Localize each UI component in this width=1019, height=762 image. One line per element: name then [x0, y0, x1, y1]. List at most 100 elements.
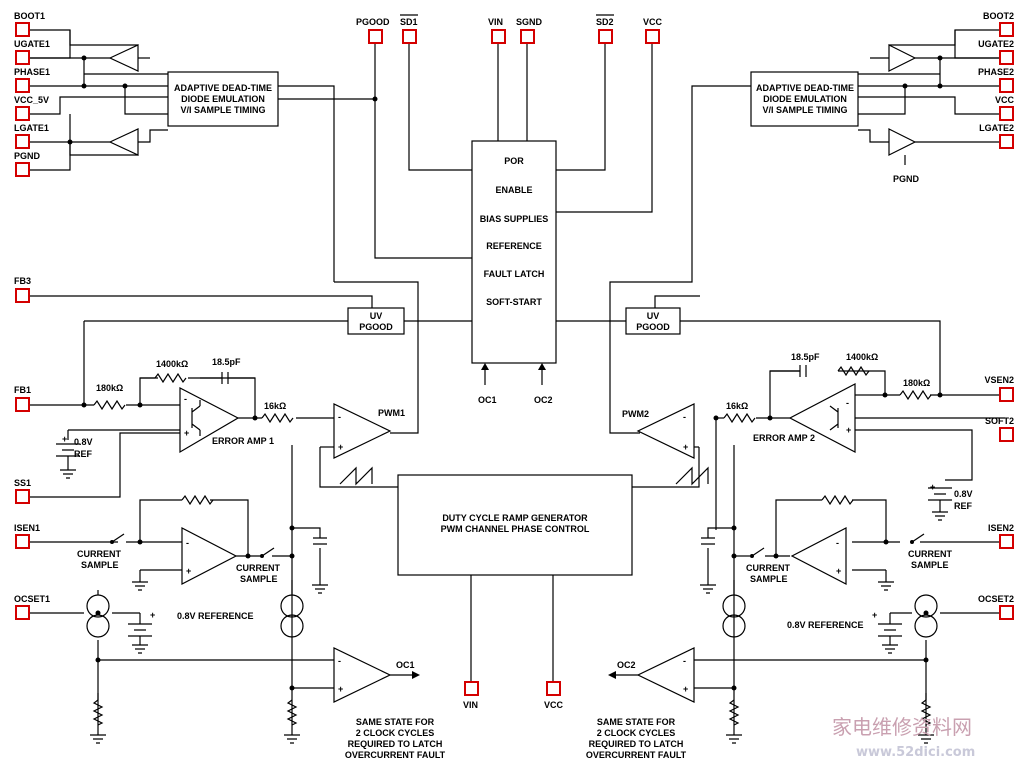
note-left-line2: 2 CLOCK CYCLES — [356, 728, 435, 738]
battery-ref-left — [56, 443, 80, 470]
pin-ss1 — [15, 489, 30, 504]
ramp-line2: PWM CHANNEL PHASE CONTROL — [441, 524, 590, 534]
oc1-input-arrow-icon — [481, 363, 489, 370]
label-lgate1: LGATE1 — [14, 123, 49, 133]
deadtime-block-right: ADAPTIVE DEAD-TIME DIODE EMULATION V/I S… — [750, 71, 859, 127]
pwm1-plus: + — [338, 442, 343, 452]
csamp2-plus: + — [836, 566, 841, 576]
label-16k-right: 16kΩ — [726, 401, 748, 411]
resistor-ocset1-ground — [92, 699, 104, 726]
ground-icon — [878, 581, 894, 591]
switch-isen1 — [111, 533, 125, 543]
label-ss1: SS1 — [14, 478, 31, 488]
label-ref-left-value: 0.8V — [74, 437, 93, 447]
pwm1-minus: - — [338, 412, 341, 422]
battery-ocref-left — [128, 623, 152, 637]
ramp-line1: DUTY CYCLE RAMP GENERATOR — [442, 513, 588, 523]
junction-dot — [731, 525, 737, 531]
label-ocset1: OCSET1 — [14, 594, 50, 604]
deadtime-left-line2: DIODE EMULATION — [181, 94, 265, 104]
pin-ugate1 — [15, 50, 30, 65]
pin-isen1 — [15, 534, 30, 549]
junction-dot — [883, 539, 889, 545]
label-pgnd-right: PGND — [893, 174, 920, 184]
label-ref-right-plus: + — [930, 482, 935, 492]
oc2-comp-minus: - — [683, 656, 686, 666]
deadtime-right-line3: V/I SAMPLE TIMING — [762, 105, 847, 115]
label-pwm2: PWM2 — [622, 409, 649, 419]
oc1-comparator: - + — [333, 647, 420, 703]
label-ugate2: UGATE2 — [978, 39, 1014, 49]
label-ugate1: UGATE1 — [14, 39, 50, 49]
note-right-line1: SAME STATE FOR — [597, 717, 676, 727]
oc1-comp-minus: - — [338, 656, 341, 666]
junction-dot — [372, 96, 378, 102]
resistor-16k-right — [723, 412, 756, 424]
resistor-180k-left — [93, 399, 126, 411]
pin-sd2 — [598, 29, 613, 44]
label-1400k-left: 1400kΩ — [156, 359, 188, 369]
junction-dot — [767, 415, 773, 421]
pwm2-comparator: - + — [636, 403, 695, 459]
pin-soft2 — [999, 427, 1014, 442]
label-vcc-top: VCC — [643, 17, 663, 27]
error-amp-2: - + — [788, 383, 856, 453]
note-left-line4: OVERCURRENT FAULT — [345, 750, 446, 760]
label-sd2: SD2 — [596, 17, 614, 27]
pin-labels: BOOT1 UGATE1 PHASE1 VCC_5V LGATE1 PGND F… — [14, 11, 1014, 710]
label-pgnd-left: PGND — [14, 151, 41, 161]
pin-vcc-5v — [15, 106, 30, 121]
deadtime-left-line3: V/I SAMPLE TIMING — [180, 105, 265, 115]
references — [56, 443, 952, 645]
label-18pf-left: 18.5pF — [212, 357, 241, 367]
ramp-generator-block: DUTY CYCLE RAMP GENERATOR PWM CHANNEL PH… — [397, 474, 633, 576]
junction-dot — [252, 415, 258, 421]
pin-fb1 — [15, 397, 30, 412]
junction-dot — [95, 610, 101, 616]
label-cs-left-a1: CURRENT — [77, 549, 122, 559]
oc1-comp-plus: + — [338, 684, 343, 694]
uv-left-line2: PGOOD — [359, 322, 393, 332]
central-reference: REFERENCE — [486, 241, 542, 251]
current-sources — [86, 594, 938, 638]
pin-vsen2 — [999, 387, 1014, 402]
pin-pgnd-left — [15, 162, 30, 177]
label-0v8-reference-right: 0.8V REFERENCE — [787, 620, 864, 630]
resistors — [92, 365, 932, 726]
pins — [15, 22, 1014, 696]
switches — [110, 533, 925, 558]
csamp1-plus: + — [186, 566, 191, 576]
switch-contact — [110, 540, 114, 544]
uv-right-line1: UV — [647, 311, 660, 321]
pin-sgnd — [520, 29, 535, 44]
label-cs-right-a2: SAMPLE — [750, 574, 788, 584]
pin-sd1 — [402, 29, 417, 44]
pin-pgood — [368, 29, 383, 44]
pin-ocset1 — [15, 605, 30, 620]
csamp2-minus: - — [836, 538, 839, 548]
label-vcc-right: VCC — [995, 95, 1015, 105]
label-fb1: FB1 — [14, 385, 31, 395]
junction-dot — [923, 610, 929, 616]
erramp2-minus: - — [846, 398, 849, 408]
pin-phase1 — [15, 78, 30, 93]
capacitors — [200, 365, 807, 545]
pin-phase2 — [999, 78, 1014, 93]
pin-lgate1 — [15, 134, 30, 149]
label-boot2: BOOT2 — [983, 11, 1014, 21]
deadtime-left-line1: ADAPTIVE DEAD-TIME — [174, 83, 272, 93]
junction-dot — [731, 553, 737, 559]
capacitor-18pf-left — [200, 372, 230, 384]
junction-dot — [245, 553, 251, 559]
junction-dot — [67, 139, 73, 145]
deadtime-right-line1: ADAPTIVE DEAD-TIME — [756, 83, 854, 93]
uv-left-line1: UV — [370, 311, 383, 321]
deadtime-right-line2: DIODE EMULATION — [763, 94, 847, 104]
label-vin-bottom: VIN — [463, 700, 478, 710]
watermark-url: www.52dici.com — [856, 745, 975, 760]
note-left-line1: SAME STATE FOR — [356, 717, 435, 727]
junction-dot — [289, 553, 295, 559]
capacitor-ramp-right — [701, 537, 715, 545]
junction-dot — [81, 83, 87, 89]
